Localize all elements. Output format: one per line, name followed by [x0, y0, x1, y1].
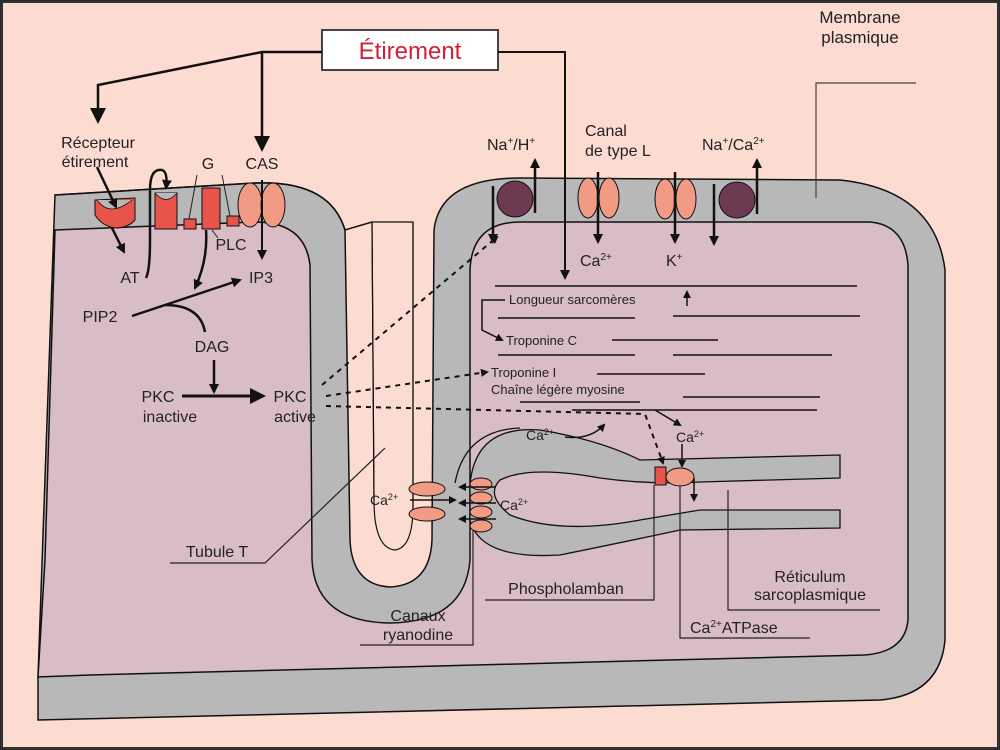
- arrow-title-to-receptor: [90, 50, 322, 124]
- atpase-leader: [679, 486, 810, 639]
- arrow-ca-release-curve: [454, 427, 521, 484]
- label-ca-release: Ca2+: [526, 427, 554, 443]
- g-protein-2: [226, 215, 240, 227]
- g-protein-1: [183, 218, 197, 230]
- label-tubule-t: Tubule T: [186, 544, 248, 561]
- label-pkc-active-1: PKC: [274, 389, 307, 406]
- l-type-channel-left: [577, 177, 599, 219]
- label-na-h: Na+/H+: [487, 136, 535, 154]
- pkc-dashed-to-troponin-i: [325, 368, 489, 397]
- cas-channel-left: [237, 182, 263, 228]
- label-membrane-2: plasmique: [821, 28, 899, 47]
- arrow-receptor-in: [95, 166, 118, 209]
- dhp-channel-bottom: [408, 506, 446, 522]
- sarcoplasmic-reticulum: [469, 428, 841, 557]
- ryanodine-channel-1: [469, 477, 493, 491]
- na-h-exchanger: [496, 180, 534, 218]
- label-chaine: Chaîne légère myosine: [491, 382, 625, 397]
- label-g: G: [202, 156, 214, 173]
- l-type-channel-right: [598, 177, 620, 219]
- label-dag: DAG: [195, 339, 230, 356]
- label-ca-ryr: Ca2+: [500, 497, 528, 513]
- arrow-longueur-to-troponin-c: [481, 299, 505, 341]
- phospholamban-block: [654, 466, 667, 486]
- pkc-dashed-to-phospholamban: [325, 405, 665, 465]
- title-box: [321, 29, 499, 71]
- label-atpase: Ca2+ATPase: [690, 619, 778, 637]
- t-tubule-wall: [254, 221, 414, 510]
- arrow-ca-release-to-myofil: [564, 423, 606, 439]
- label-canal-2: de type L: [585, 143, 651, 160]
- reticulum-leader: [727, 490, 880, 611]
- label-pip2: PIP2: [83, 309, 118, 326]
- label-pkc-inactive-2: inactive: [143, 409, 197, 426]
- label-reticulum-2: sarcoplasmique: [754, 587, 866, 604]
- arrow-sarcomere-to-ca: [654, 409, 682, 427]
- label-plc: PLC: [215, 237, 246, 254]
- label-ip3: IP3: [249, 270, 273, 287]
- ryanodine-channel-2: [469, 491, 493, 505]
- arrow-pip2-to-dag: [164, 303, 207, 333]
- phospholamban-leader: [485, 485, 655, 601]
- title-text: Étirement: [359, 38, 462, 65]
- t-tubule-inner: [371, 221, 414, 551]
- sarcomere-lines: [495, 285, 860, 411]
- label-phospholamban: Phospholamban: [508, 581, 624, 598]
- label-receptor-1: Récepteur: [61, 135, 135, 152]
- na-ca-exchanger: [718, 181, 756, 219]
- label-canal-1: Canal: [585, 123, 627, 140]
- membrane-leader: [815, 82, 916, 198]
- cas-channel-right: [260, 182, 286, 228]
- label-troponine-c: Troponine C: [506, 333, 577, 348]
- stretch-receptor-2: [154, 192, 178, 230]
- label-ca-serca: Ca2+: [676, 429, 704, 445]
- label-pkc-active-2: active: [274, 409, 316, 426]
- label-ca-ltype: Ca2+: [580, 252, 612, 270]
- label-k: K+: [666, 252, 683, 270]
- tubule-t-leader: [170, 447, 386, 564]
- dhp-channel-top: [408, 481, 446, 497]
- label-cas: CAS: [246, 156, 279, 173]
- canaux-leader: [360, 530, 474, 646]
- label-pkc-inactive-1: PKC: [142, 389, 175, 406]
- label-na-ca: Na+/Ca2+: [702, 136, 765, 154]
- pkc-dashed-to-nah: [321, 235, 499, 386]
- serca-pump: [665, 467, 695, 487]
- plc-leader: [211, 229, 219, 239]
- label-longueur: Longueur sarcomères: [509, 292, 636, 307]
- ryanodine-channel-3: [469, 505, 493, 519]
- k-channel-left: [654, 178, 676, 220]
- label-membrane-1: Membrane: [819, 8, 900, 27]
- arrow-plc-to-pip2: [193, 229, 208, 290]
- arrow-at-loop: [144, 168, 172, 279]
- arrows-ryr-ca-release: [458, 483, 496, 523]
- label-canaux-2: ryanodine: [383, 627, 453, 644]
- label-ca-dhp: Ca2+: [370, 492, 398, 508]
- arrow-receptor-to-at: [110, 227, 126, 254]
- arrow-pip2-to-ip3: [131, 277, 242, 318]
- g-leader-1: [188, 174, 231, 220]
- label-receptor-2: étirement: [62, 154, 129, 171]
- label-reticulum-1: Réticulum: [774, 569, 845, 586]
- label-canaux-1: Canaux: [390, 608, 445, 625]
- ryanodine-channel-4: [469, 519, 493, 533]
- k-channel-right: [675, 178, 697, 220]
- label-troponine-i: Troponine I: [491, 365, 556, 380]
- plc-enzyme: [201, 187, 221, 230]
- label-at: AT: [120, 270, 139, 287]
